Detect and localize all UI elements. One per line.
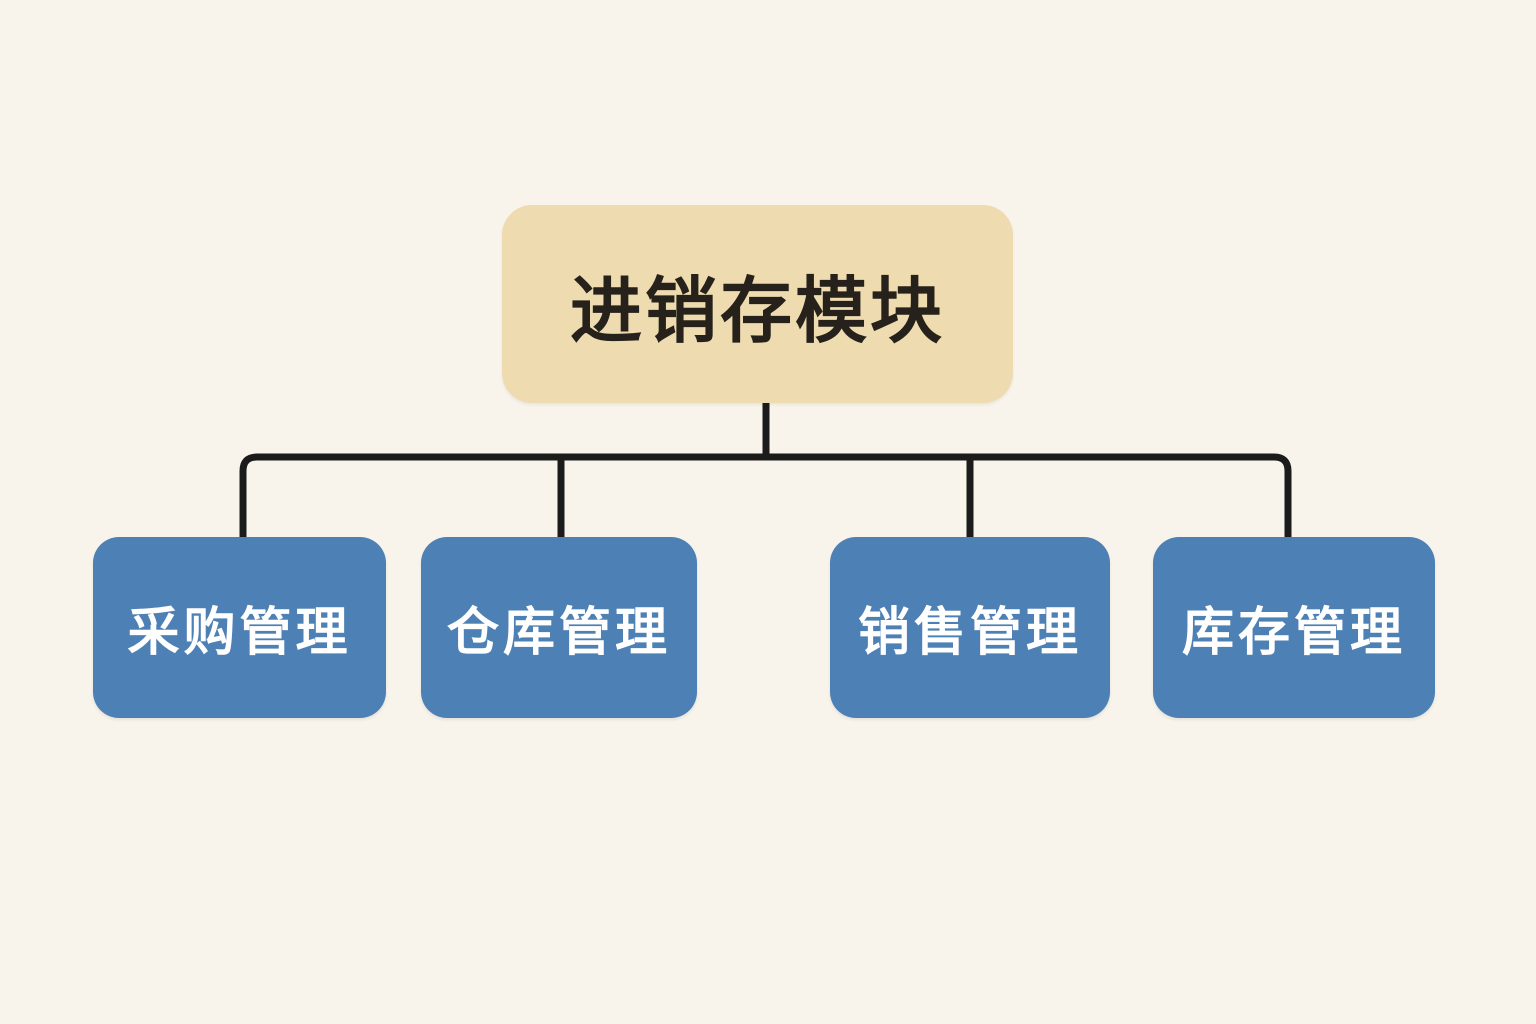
root-node-jinxiaocun-module: 进销存模块: [502, 205, 1013, 403]
child-node-sales: 销售管理: [830, 537, 1110, 718]
child-node-warehouse: 仓库管理: [421, 537, 697, 718]
connector-rail: [239, 453, 1292, 537]
child-node-label: 采购管理: [127, 603, 352, 663]
child-node-label: 仓库管理: [446, 603, 671, 663]
child-node-inventory: 库存管理: [1153, 537, 1435, 718]
child-node-label: 库存管理: [1181, 603, 1406, 663]
child-node-label: 销售管理: [857, 603, 1082, 663]
child-node-purchase: 采购管理: [93, 537, 386, 718]
root-node-label: 进销存模块: [569, 268, 945, 353]
